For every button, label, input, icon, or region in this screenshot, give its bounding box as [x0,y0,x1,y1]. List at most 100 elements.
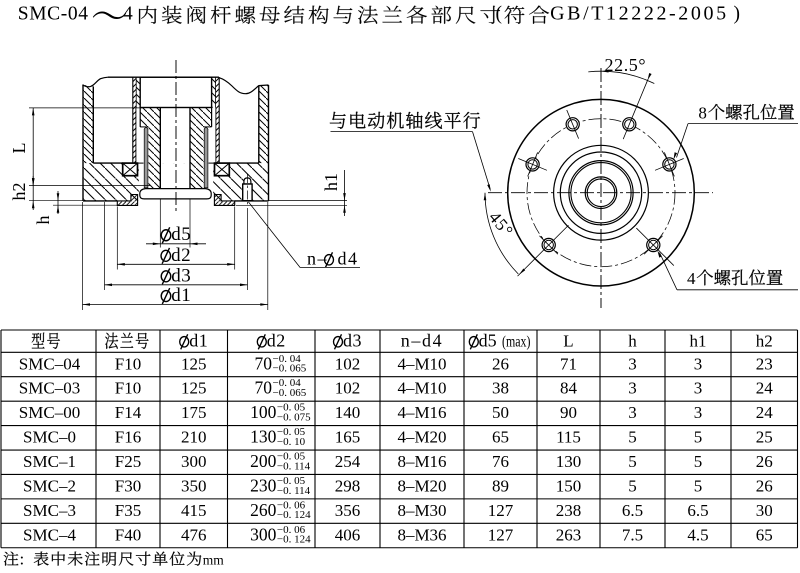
svg-text:71: 71 [560,354,577,373]
svg-text:d1: d1 [189,331,208,351]
svg-text:GB/T12222-2005: GB/T12222-2005 [550,2,729,24]
svg-text:415: 415 [181,501,207,520]
svg-text:4.5: 4.5 [687,525,708,544]
svg-text:h: h [628,332,637,351]
svg-text:70: 70 [255,353,273,373]
svg-text:F10: F10 [115,354,141,373]
svg-text:26: 26 [492,354,509,373]
svg-text:F10: F10 [115,379,141,398]
svg-text:d1: d1 [171,285,191,306]
svg-text:298: 298 [335,476,361,495]
svg-text:38: 38 [492,379,509,398]
svg-text:263: 263 [556,525,582,544]
svg-text:76: 76 [492,452,509,471]
svg-text:260: 260 [250,500,277,520]
svg-text:140: 140 [335,403,361,422]
svg-text:230: 230 [250,475,277,495]
svg-text:23: 23 [756,354,773,373]
svg-text:50: 50 [492,403,509,422]
svg-text:65: 65 [756,525,773,544]
svg-text:−0. 114: −0. 114 [277,485,311,497]
svg-text:4–M10: 4–M10 [397,354,446,373]
svg-text:3: 3 [694,379,703,398]
svg-text:−0. 065: −0. 065 [273,387,307,399]
svg-text:350: 350 [181,476,207,495]
svg-text:8–M16: 8–M16 [397,452,446,471]
svg-text:−0. 05: −0. 05 [277,402,306,414]
svg-text:SMC–0: SMC–0 [23,428,76,447]
svg-text:8: 8 [698,104,707,123]
svg-text:130: 130 [556,452,582,471]
svg-text:SMC–1: SMC–1 [23,452,76,471]
svg-text:SMC–00: SMC–00 [19,403,80,422]
svg-text:127: 127 [488,525,514,544]
svg-text:SMC–04: SMC–04 [19,354,81,373]
svg-text:–: – [317,249,328,269]
svg-text:125: 125 [181,379,207,398]
svg-text:h1: h1 [690,332,707,351]
svg-text:h1: h1 [321,173,341,191]
svg-text:−0. 10: −0. 10 [277,436,306,448]
svg-text::: : [20,550,25,569]
svg-text:8–M30: 8–M30 [397,501,446,520]
svg-text:4–M20: 4–M20 [397,428,446,447]
svg-text:89: 89 [492,476,509,495]
svg-text:5: 5 [628,476,637,495]
svg-text:−0. 06: −0. 06 [277,499,306,511]
svg-text:−0. 114: −0. 114 [277,460,311,472]
svg-text:(: ( [496,3,503,24]
svg-text:−0. 075: −0. 075 [277,411,311,423]
svg-text:F25: F25 [115,452,141,471]
svg-text:254: 254 [335,452,361,471]
svg-text:F16: F16 [115,428,141,447]
svg-text:5: 5 [694,428,703,447]
svg-text:130: 130 [250,427,277,447]
svg-text:SMC–03: SMC–03 [19,379,80,398]
svg-text:4–M10: 4–M10 [397,379,446,398]
svg-text:d2: d2 [171,245,191,266]
svg-text:102: 102 [335,354,361,373]
svg-text:100: 100 [250,402,277,422]
svg-text:8–M20: 8–M20 [397,476,446,495]
svg-text:127: 127 [488,501,514,520]
svg-text:−0. 124: −0. 124 [277,509,311,521]
svg-text:h2: h2 [9,183,29,201]
svg-text:165: 165 [335,428,361,447]
svg-text:F14: F14 [115,403,142,422]
svg-text:5: 5 [628,452,637,471]
svg-text:F35: F35 [115,501,141,520]
svg-text:8–M36: 8–M36 [397,525,446,544]
svg-text:−0. 04: −0. 04 [273,377,302,389]
svg-text:n: n [307,249,316,269]
svg-text:−0. 065: −0. 065 [273,363,307,375]
svg-text:L: L [563,332,573,351]
svg-text:d5: d5 [171,224,191,245]
svg-text:22.5°: 22.5° [605,55,647,75]
svg-text:−0. 04: −0. 04 [273,353,302,365]
svg-text:mm: mm [203,553,225,568]
svg-text:SMC–2: SMC–2 [23,476,76,495]
svg-text:−0. 05: −0. 05 [277,475,306,487]
svg-text:SMC–3: SMC–3 [23,501,76,520]
svg-text:6.5: 6.5 [687,501,708,520]
svg-text:238: 238 [556,501,582,520]
svg-text:300: 300 [250,524,277,544]
svg-text:26: 26 [756,452,773,471]
svg-text:70: 70 [255,378,273,398]
svg-text:F40: F40 [115,525,141,544]
svg-text:125: 125 [181,354,207,373]
svg-text:n–d4: n–d4 [401,331,443,351]
svg-text:476: 476 [181,525,207,544]
svg-text:L: L [9,143,29,154]
svg-text:24: 24 [756,403,774,422]
svg-text:24: 24 [756,379,774,398]
svg-text:d3: d3 [343,331,362,351]
svg-text:30: 30 [756,501,773,520]
svg-text:115: 115 [556,428,581,447]
svg-text:3: 3 [628,354,637,373]
svg-text:6.5: 6.5 [622,501,643,520]
svg-text:d: d [338,249,347,269]
svg-text:SMC-04: SMC-04 [18,3,89,24]
svg-text:200: 200 [250,451,277,471]
svg-text:3: 3 [628,379,637,398]
